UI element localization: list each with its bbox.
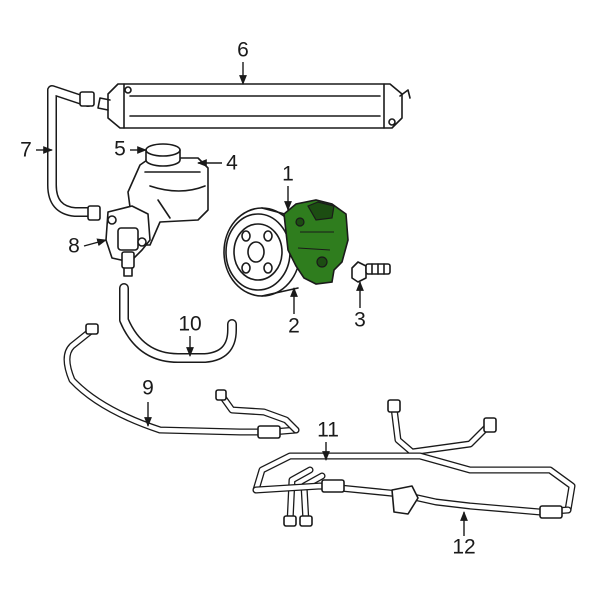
mounting-bolt bbox=[351, 261, 391, 283]
callout-labels: 6 7 5 4 8 1 2 3 10 9 11 12 bbox=[20, 39, 476, 559]
return-line bbox=[252, 399, 576, 527]
leader-lines bbox=[36, 62, 468, 536]
pressure-line bbox=[63, 323, 300, 439]
power-steering-pump bbox=[283, 199, 349, 285]
callout-12: 12 bbox=[452, 536, 475, 559]
callout-8: 8 bbox=[68, 235, 80, 258]
callout-1: 1 bbox=[282, 163, 294, 186]
leader-8 bbox=[83, 238, 107, 247]
callout-7: 7 bbox=[20, 139, 32, 162]
callout-5: 5 bbox=[114, 138, 126, 161]
return-hose bbox=[119, 283, 237, 363]
callout-4: 4 bbox=[226, 152, 238, 175]
cooler bbox=[97, 83, 411, 129]
callout-10: 10 bbox=[178, 313, 201, 336]
callout-11: 11 bbox=[317, 419, 339, 442]
cooler-line bbox=[252, 479, 572, 519]
callout-2: 2 bbox=[288, 315, 300, 338]
reservoir-bracket bbox=[105, 205, 151, 277]
callout-3: 3 bbox=[354, 309, 366, 332]
reservoir-cap bbox=[145, 143, 181, 167]
callout-9: 9 bbox=[142, 377, 154, 400]
cooler-hose bbox=[47, 85, 101, 221]
callout-6: 6 bbox=[237, 39, 249, 62]
